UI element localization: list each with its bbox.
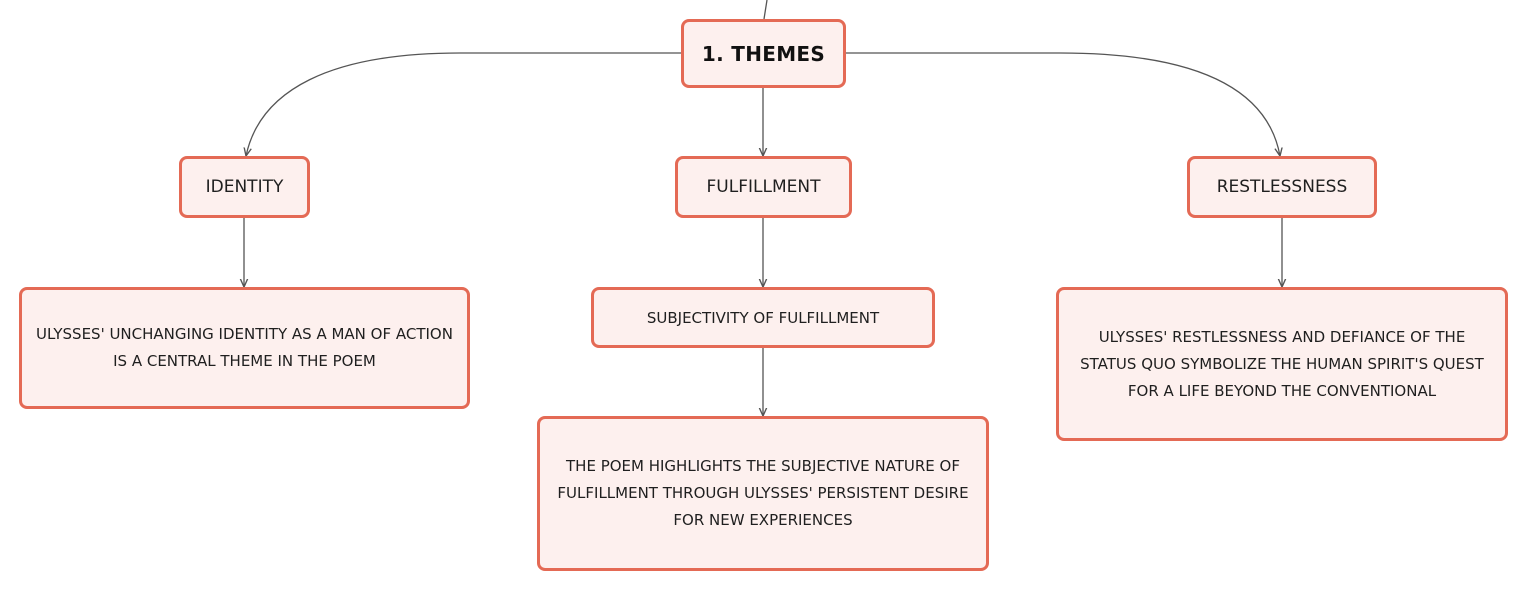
branch-node-restlessness[interactable]: RESTLESSNESS bbox=[1187, 156, 1377, 218]
branch-node-label: IDENTITY bbox=[205, 177, 284, 197]
detail-node-text: ULYSSES' UNCHANGING IDENTITY AS A MAN OF… bbox=[36, 325, 453, 370]
branch-node-identity[interactable]: IDENTITY bbox=[179, 156, 310, 218]
detail-node-text: ULYSSES' RESTLESSNESS AND DEFIANCE OF TH… bbox=[1080, 327, 1484, 400]
root-node-themes[interactable]: 1. THEMES bbox=[681, 19, 846, 88]
sub-node-label: SUBJECTIVITY OF FULFILLMENT bbox=[646, 308, 880, 327]
branch-node-label: RESTLESSNESS bbox=[1216, 177, 1348, 197]
connector-root-to-identity bbox=[246, 52, 682, 156]
detail-node-fulfillment[interactable]: THE POEM HIGHLIGHTS THE SUBJECTIVE NATUR… bbox=[537, 416, 989, 571]
connector-root-to-restlessness bbox=[845, 52, 1280, 156]
branch-node-label: FULFILLMENT bbox=[706, 177, 821, 197]
detail-node-text: THE POEM HIGHLIGHTS THE SUBJECTIVE NATUR… bbox=[557, 457, 969, 529]
connector-parent-to-root bbox=[763, 0, 768, 20]
root-node-label: 1. THEMES bbox=[701, 41, 826, 66]
detail-node-identity[interactable]: ULYSSES' UNCHANGING IDENTITY AS A MAN OF… bbox=[19, 287, 470, 409]
branch-node-fulfillment[interactable]: FULFILLMENT bbox=[675, 156, 852, 218]
sub-node-subjectivity-of-fulfillment[interactable]: SUBJECTIVITY OF FULFILLMENT bbox=[591, 287, 935, 348]
detail-node-restlessness[interactable]: ULYSSES' RESTLESSNESS AND DEFIANCE OF TH… bbox=[1056, 287, 1508, 441]
